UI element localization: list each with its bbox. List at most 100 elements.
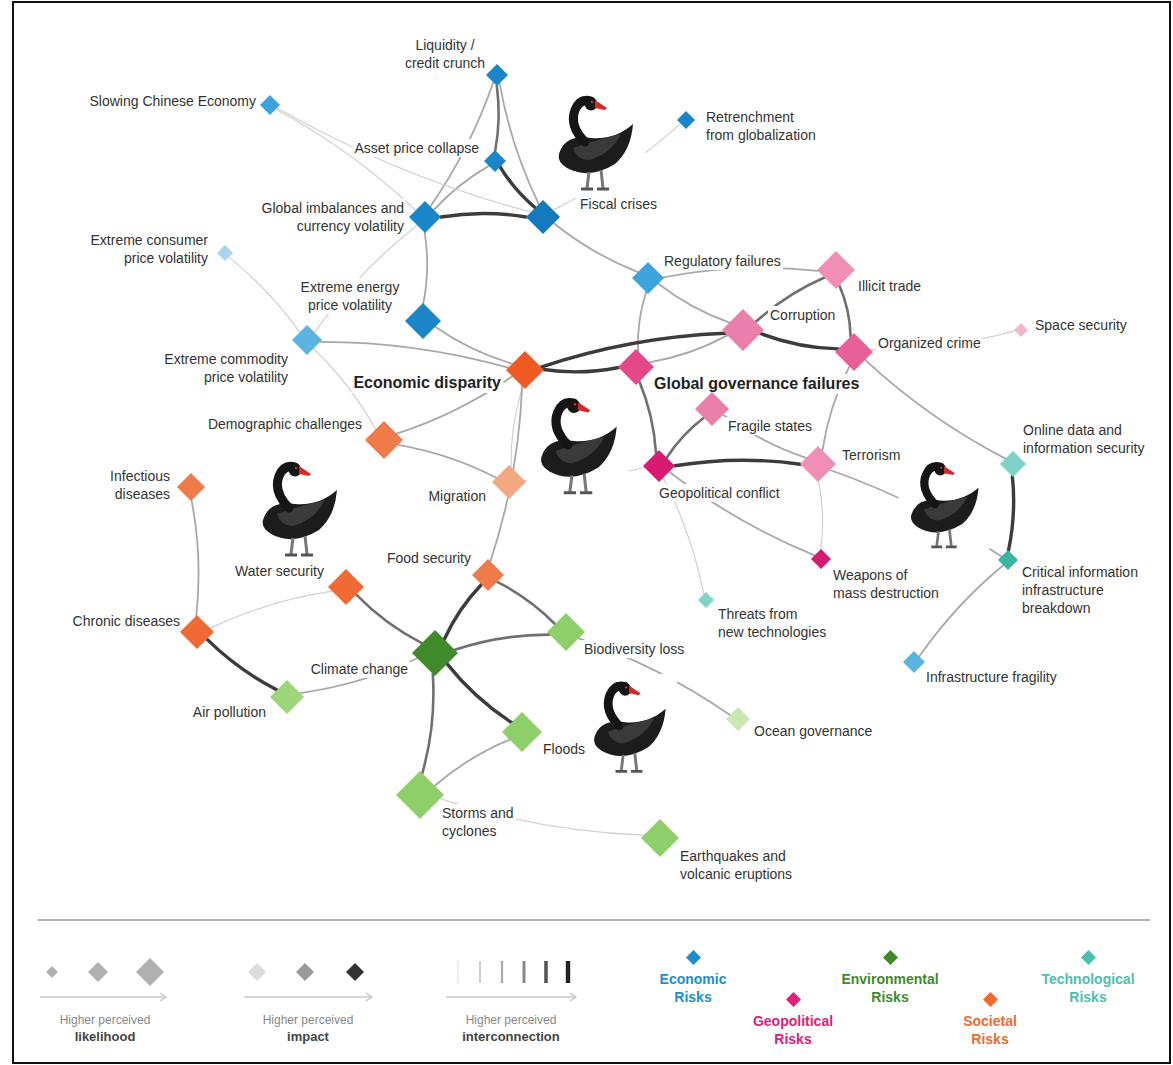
text-line: Societal	[963, 1012, 1017, 1030]
risk-label: Slowing Chinese Economy	[87, 92, 258, 110]
text-line: information security	[1023, 439, 1144, 457]
risk-label: Economic disparity	[351, 373, 503, 393]
text-line: from globalization	[706, 126, 816, 144]
risk-label: Migration	[426, 487, 488, 505]
text-line: Higher perceived	[263, 1012, 354, 1028]
diamond-shape	[817, 251, 855, 289]
risk-label: Earthquakes and volcanic eruptions	[678, 847, 794, 883]
diamond-shape	[177, 473, 205, 501]
text-line: Risks	[660, 988, 727, 1006]
risk-label: Terrorism	[840, 446, 902, 464]
risk-diamond	[328, 569, 364, 605]
risk-label: Corruption	[768, 306, 837, 324]
diamond-shape	[502, 712, 542, 752]
risk-diamond	[484, 150, 506, 172]
risk-diamond	[547, 613, 585, 651]
connector	[398, 445, 496, 478]
risk-label: Liquidity / credit crunch	[403, 36, 487, 72]
text-line: Geopolitical	[753, 1012, 833, 1030]
risk-node: Critical information infrastructure brea…	[998, 550, 1018, 570]
text-line: Critical information	[1022, 563, 1138, 581]
connector	[658, 284, 729, 323]
diamond-shape	[903, 651, 925, 673]
legend-text: Higher perceived impact	[263, 1012, 354, 1045]
diamond-shape	[506, 351, 544, 389]
risk-label: Food security	[385, 549, 473, 567]
diamond-shape	[412, 630, 458, 676]
diamond-shape	[409, 201, 441, 233]
text-line: Weapons of	[833, 566, 939, 584]
diamond-shape	[722, 309, 764, 351]
risk-node: Space security	[1014, 323, 1028, 337]
risk-label: Water security	[233, 562, 326, 580]
impact-sample	[296, 963, 314, 981]
connector	[229, 257, 300, 332]
risk-node: Biodiversity loss	[547, 613, 585, 651]
diamond-shape	[641, 819, 679, 857]
legend-swatch	[786, 992, 801, 1007]
risk-node: Infrastructure fragility	[903, 651, 925, 673]
risk-label: Biodiversity loss	[582, 640, 686, 658]
risk-label: Space security	[1033, 316, 1129, 334]
risk-label: Weapons of mass destruction	[831, 566, 941, 602]
risk-diamond	[526, 200, 560, 234]
black-swan	[545, 88, 645, 198]
connector	[649, 335, 727, 362]
risk-node: Air pollution	[270, 680, 304, 714]
risk-node: Climate change	[412, 630, 458, 676]
risk-label: Demographic challenges	[206, 415, 364, 433]
risk-node: Extreme energy price volatility	[405, 303, 441, 339]
risk-label: Ocean governance	[752, 722, 874, 740]
black-swan	[527, 390, 629, 502]
connector	[192, 500, 199, 615]
risk-label: Air pollution	[191, 703, 268, 721]
size-sample	[136, 958, 164, 986]
risk-diamond	[726, 707, 750, 731]
text-line: cyclones	[442, 822, 514, 840]
connector	[207, 639, 277, 690]
diamond-shape	[180, 615, 214, 649]
diamond-shape	[365, 421, 403, 459]
risk-label: Asset price collapse	[352, 139, 481, 157]
interconnection-sample	[523, 961, 526, 983]
risk-label: Illicit trade	[856, 277, 923, 295]
risk-node: Earthquakes and volcanic eruptions	[641, 819, 679, 857]
scale-arrow	[40, 996, 166, 998]
risk-diamond	[618, 349, 654, 385]
text-line: interconnection	[462, 1028, 560, 1045]
diamond-shape	[698, 592, 714, 608]
interconnection-sample	[458, 961, 459, 983]
risk-node: Geopolitical conflict	[643, 450, 675, 482]
connector	[554, 223, 638, 272]
text-line: Online data and	[1023, 421, 1144, 439]
diamond-shape	[328, 569, 364, 605]
risk-diamond	[643, 450, 675, 482]
risk-node: Organized crime	[835, 333, 873, 371]
risk-label: Online data and information security	[1021, 421, 1146, 457]
risk-node: Weapons of mass destruction	[811, 549, 831, 569]
risk-diamond	[506, 351, 544, 389]
connector	[839, 286, 850, 337]
risk-node: Floods	[502, 712, 542, 752]
text-line: infrastructure	[1022, 581, 1138, 599]
risk-node: Threats from new technologies	[698, 592, 714, 608]
diamond-shape	[1081, 950, 1096, 965]
text-line: Environmental	[841, 970, 938, 988]
connector	[544, 368, 619, 372]
connector	[497, 582, 555, 624]
diamond-shape	[677, 111, 695, 129]
risk-diamond	[502, 712, 542, 752]
text-line: Higher perceived	[462, 1012, 560, 1028]
risk-label: Extreme energy price volatility	[299, 278, 402, 314]
connector	[434, 166, 489, 210]
connector	[300, 658, 417, 693]
diamond-shape	[492, 465, 526, 499]
text-line: price volatility	[164, 368, 288, 386]
diamond-shape	[270, 680, 304, 714]
text-line: Risks	[753, 1030, 833, 1048]
interconnection-sample	[501, 961, 503, 983]
interconnection-sample	[544, 961, 548, 983]
connector	[495, 86, 498, 151]
diamond-shape	[695, 392, 729, 426]
text-line: currency volatility	[262, 217, 404, 235]
